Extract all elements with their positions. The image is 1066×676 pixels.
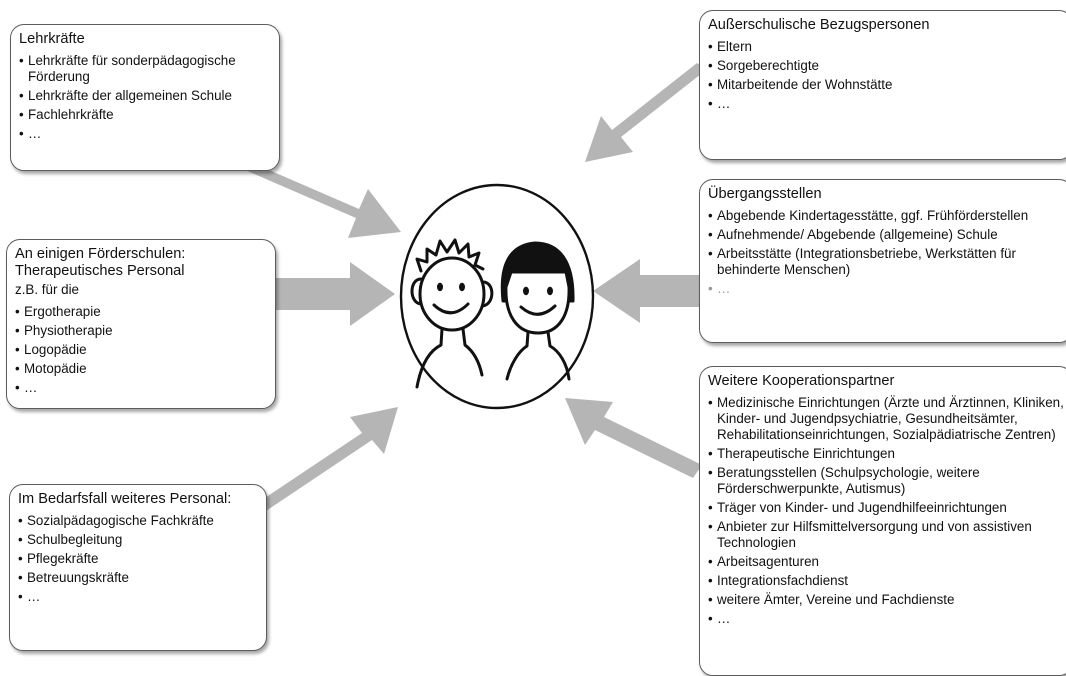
list-item: Fachlehrkräfte: [19, 107, 271, 123]
list-item: Logopädie: [15, 342, 267, 358]
list-item: Sorgeberechtigte: [708, 58, 1064, 74]
two-children-faces-icon: [399, 183, 595, 410]
boy-face-icon: [410, 238, 494, 389]
list-item: …: [18, 589, 258, 605]
list-item: Mitarbeitende der Wohnstätte: [708, 77, 1064, 93]
bullet-list: Abgebende Kindertagesstätte, ggf. Frühfö…: [708, 208, 1064, 297]
box-bedarfsfall-personal: Im Bedarfsfall weiteres Personal: Sozial…: [9, 484, 267, 651]
list-item: Arbeitsstätte (Integrationsbetriebe, Wer…: [708, 246, 1064, 278]
box-subtitle: z.B. für die: [15, 282, 80, 297]
list-item: Anbieter zur Hilfsmittelversorgung und v…: [708, 519, 1064, 551]
list-item: Ergotherapie: [15, 304, 267, 320]
arrow-uebergang: [593, 259, 700, 323]
box-title: Übergangsstellen: [708, 186, 822, 202]
arrow-lehrkraefte: [229, 154, 401, 238]
list-item: Medizinische Einrichtungen (Ärzte und Är…: [708, 395, 1064, 443]
box-uebergangsstellen: Übergangsstellen Abgebende Kindertagesst…: [699, 179, 1066, 343]
arrow-therapie: [274, 262, 395, 326]
bullet-list: Lehrkräfte für sonderpädagogische Förder…: [19, 53, 271, 142]
bullet-list: Medizinische Einrichtungen (Ärzte und Är…: [708, 395, 1064, 627]
list-item: Physiotherapie: [15, 323, 267, 339]
list-item: …: [708, 281, 1064, 297]
box-title: Lehrkräfte: [19, 31, 85, 47]
box-therapeutisches-personal: An einigen Förderschulen: Therapeutische…: [6, 239, 276, 409]
box-title: An einigen Förderschulen: Therapeutische…: [15, 246, 186, 279]
box-lehrkraefte: Lehrkräfte Lehrkräfte für sonderpädagogi…: [10, 24, 280, 171]
list-item: …: [19, 126, 271, 142]
arrow-bedarf: [241, 407, 398, 521]
bullet-list: Ergotherapie Physiotherapie Logopädie Mo…: [15, 304, 267, 396]
list-item: Therapeutische Einrichtungen: [708, 446, 1064, 462]
list-item: Aufnehmende/ Abgebende (allgemeine) Schu…: [708, 227, 1064, 243]
list-item: Sozialpädagogische Fachkräfte: [18, 513, 258, 529]
list-item: Beratungsstellen (Schulpsychologie, weit…: [708, 465, 1064, 497]
list-item: Lehrkräfte für sonderpädagogische Förder…: [19, 53, 271, 85]
list-item: Abgebende Kindertagesstätte, ggf. Frühfö…: [708, 208, 1064, 224]
list-item: …: [708, 611, 1064, 627]
list-item: Pflegekräfte: [18, 551, 258, 567]
list-item: Träger von Kinder- und Jugendhilfeeinric…: [708, 500, 1064, 516]
arrow-ausser: [585, 63, 706, 162]
list-item: Lehrkräfte der allgemeinen Schule: [19, 88, 271, 104]
list-item: Arbeitsagenturen: [708, 554, 1064, 570]
girl-face-icon: [500, 241, 575, 381]
bullet-list: Eltern Sorgeberechtigte Mitarbeitende de…: [708, 39, 1064, 112]
box-weitere-kooperationspartner: Weitere Kooperationspartner Medizinische…: [699, 366, 1066, 676]
arrow-weitere: [565, 398, 702, 478]
box-ausserschulische-bezugspersonen: Außerschulische Bezugspersonen Eltern So…: [699, 10, 1066, 160]
box-title: Im Bedarfsfall weiteres Personal:: [18, 491, 232, 507]
list-item: Motopädie: [15, 361, 267, 377]
list-item: Eltern: [708, 39, 1064, 55]
list-item: Betreuungskräfte: [18, 570, 258, 586]
list-item: Schulbegleitung: [18, 532, 258, 548]
box-title: Außerschulische Bezugspersonen: [708, 17, 930, 33]
box-title: Weitere Kooperationspartner: [708, 373, 895, 389]
list-item: …: [708, 96, 1064, 112]
list-item: weitere Ämter, Vereine und Fachdienste: [708, 592, 1064, 608]
list-item: Integrationsfachdienst: [708, 573, 1064, 589]
list-item: …: [15, 380, 267, 396]
bullet-list: Sozialpädagogische Fachkräfte Schulbegle…: [18, 513, 258, 605]
